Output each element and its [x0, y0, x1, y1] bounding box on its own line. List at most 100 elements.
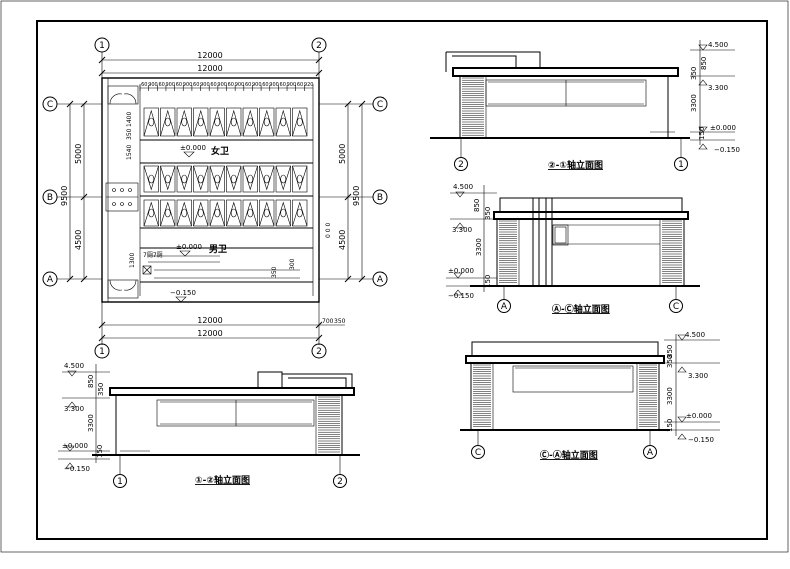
toilet-fixture	[296, 174, 303, 184]
elev21-dim-350: 350	[690, 67, 698, 80]
axis-2-top: 2	[311, 37, 327, 78]
stall-dim-value: 900	[252, 82, 262, 88]
stall	[275, 107, 291, 137]
elevAC-title: Ⓐ-Ⓒ轴立面图	[552, 303, 610, 315]
elevAC-brick-hatch	[499, 220, 682, 283]
plan-dim-top-2: 12000	[197, 64, 222, 73]
plan-dim-left-9500: 9500	[60, 186, 69, 206]
elevAC-dim-150: 150	[484, 275, 492, 288]
stall-door	[193, 109, 209, 137]
toilet-fixture	[280, 117, 287, 127]
stall	[193, 165, 209, 193]
toilet-fixture	[247, 174, 254, 184]
plan-dim-300: 300	[289, 258, 296, 270]
plan-small-dim-350: 350	[126, 128, 133, 140]
stall-door	[292, 165, 308, 191]
stall-door	[292, 201, 308, 227]
elevCA-brick-hatch	[473, 364, 657, 427]
elevation-C-A: C A Ⓒ-Ⓐ轴立面图 4.500 3.300 ±0.000 −0.150 85…	[460, 331, 720, 461]
plan-small-dim-1400: 1400	[126, 112, 133, 127]
elev12-dim-850: 850	[87, 375, 95, 388]
axis-1-top-label: 1	[99, 41, 105, 51]
stall	[292, 165, 308, 193]
stall-door	[143, 165, 159, 191]
urinal-label: 7厕7厕	[143, 252, 163, 259]
stall-dim-value: 900	[200, 82, 210, 88]
women-level: ±0.000	[180, 144, 206, 152]
stall	[160, 199, 176, 227]
toilet-fixture	[164, 174, 171, 184]
elev12-level-4500: 4.500	[64, 362, 84, 370]
toilet-fixture	[263, 117, 270, 127]
axis-1-bottom: 1	[94, 343, 110, 359]
stall-door	[259, 109, 275, 137]
stall-door	[226, 201, 242, 227]
elev21-level-4500: 4.500	[708, 41, 728, 49]
sheet-outer-border	[0, 0, 789, 553]
stall-door	[275, 201, 291, 227]
stall-door	[242, 109, 258, 137]
stall	[209, 199, 225, 227]
toilet-fixture	[230, 174, 237, 184]
elev21-brick-hatch	[462, 77, 484, 136]
toilet-fixture	[263, 174, 270, 184]
stall-door	[209, 109, 225, 137]
washbasin-counter	[105, 182, 139, 212]
elev12-dim-3300: 3300	[87, 414, 95, 432]
plan-dim-right-9500: 9500	[352, 186, 361, 206]
elev21-title: ②-①轴立面图	[548, 159, 603, 171]
stall-door	[176, 201, 192, 227]
toilet-fixture	[148, 117, 155, 127]
elev12-level-zero: ±0.000	[62, 442, 88, 450]
elev21-axis-2: 2	[458, 160, 464, 170]
axis-2-top-label: 2	[316, 41, 322, 51]
elevCA-dim-3300: 3300	[666, 387, 674, 405]
stall-door	[275, 109, 291, 137]
stall-dim-value: 60	[297, 82, 303, 88]
sheet-inner-border	[36, 20, 768, 540]
stall	[242, 165, 258, 193]
elev21-dim-150: 150	[698, 127, 706, 140]
stall	[226, 165, 242, 193]
toilet-fixture	[280, 174, 287, 184]
elev12-dim-150: 150	[96, 445, 104, 458]
elev21-dim-850: 850	[700, 57, 708, 70]
elevCA-level-3300: 3.300	[688, 372, 708, 380]
stall-dim-value: 900	[269, 82, 279, 88]
axis-B-left-label: B	[47, 193, 53, 203]
stall	[160, 107, 176, 137]
stall-dim-value: 60	[158, 82, 164, 88]
axis-B-left: B	[42, 189, 102, 205]
toilet-fixture	[164, 208, 171, 218]
plan-dim-top-1: 12000	[197, 51, 222, 60]
stall-door	[242, 201, 258, 227]
elev21-level-zero: ±0.000	[710, 124, 736, 132]
stall-dim-value: 60	[228, 82, 234, 88]
elev21-roof-slab	[452, 67, 679, 77]
elev12-brick-hatch	[318, 396, 340, 453]
plan-dim-right-4500: 4500	[338, 230, 347, 250]
elevCA-level-neg: −0.150	[688, 436, 714, 444]
stall	[275, 199, 291, 227]
stall	[226, 199, 242, 227]
toilet-fixture	[181, 208, 188, 218]
toilet-fixture	[280, 208, 287, 218]
stall	[259, 165, 275, 193]
elev21-dim-3300: 3300	[690, 94, 698, 112]
men-level: ±0.000	[176, 243, 202, 251]
axis-C-right-label: C	[377, 100, 383, 110]
axis-A-right-label: A	[377, 275, 384, 285]
elevAC-axis-C: C	[673, 302, 679, 312]
elevCA-dim-350: 350	[666, 355, 674, 368]
axis-1-bottom-label: 1	[99, 347, 105, 357]
elevCA-dim-150: 150	[666, 419, 674, 432]
stall-dim-value: 920	[304, 82, 314, 88]
elevAC-level-neg: −0.150	[448, 292, 474, 300]
stall-dim-value: 60	[210, 82, 216, 88]
stall-door	[226, 165, 242, 191]
stall-door	[143, 201, 159, 227]
stall-door	[226, 109, 242, 137]
plan-small-dim-1540: 1540	[126, 145, 133, 160]
